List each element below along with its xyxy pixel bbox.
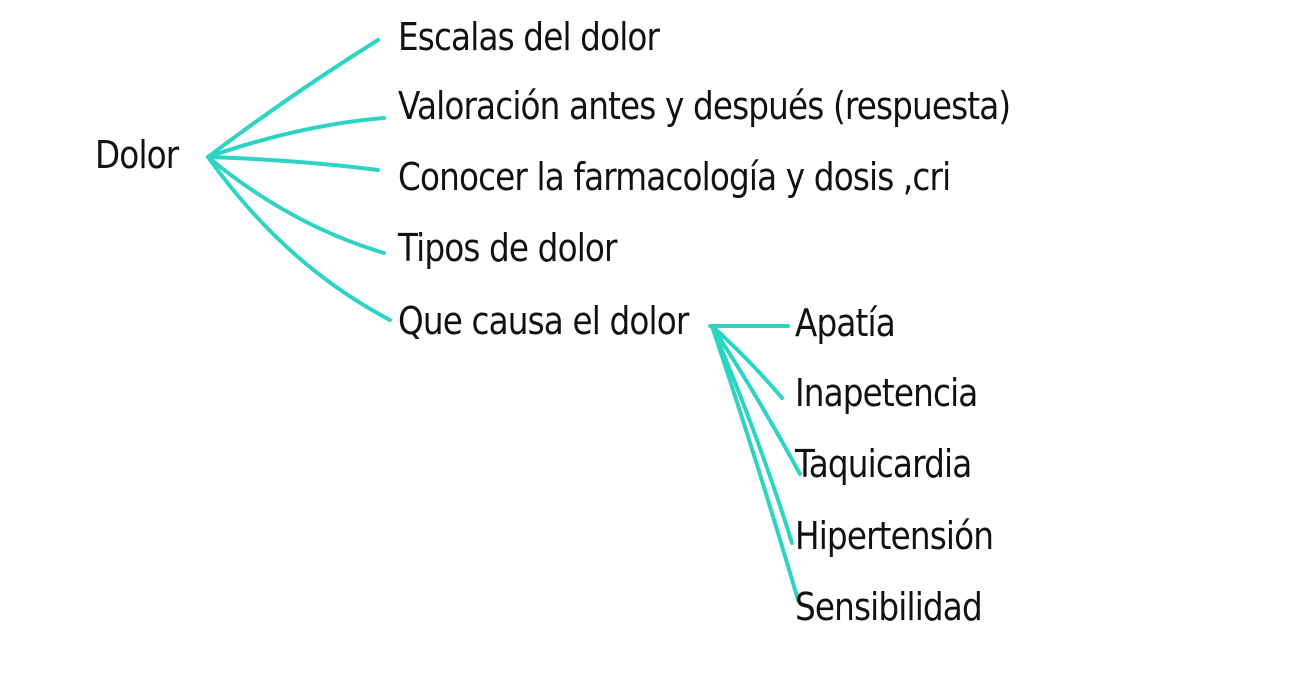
- root-node: Dolor: [95, 133, 179, 177]
- connector-root-valoracion: [206, 116, 386, 159]
- sub-branch-sensibilidad: Sensibilidad: [795, 585, 983, 629]
- branch-escalas-del-dolor: Escalas del dolor: [398, 15, 660, 59]
- connector-causa-sensibilidad: [710, 324, 800, 602]
- connector-root-conocer: [206, 155, 380, 172]
- connector-root-que-causa: [206, 155, 392, 322]
- connector-causa-hipertension: [710, 324, 794, 545]
- branch-conocer-farmacologia: Conocer la farmacología y dosis ,cri: [398, 155, 951, 199]
- connector-root-tipos: [206, 155, 386, 255]
- branch-que-causa-el-dolor: Que causa el dolor: [398, 299, 689, 343]
- branch-valoracion: Valoración antes y después (respuesta): [398, 84, 1011, 128]
- connector-causa-taquicardia: [710, 324, 802, 476]
- sub-branch-hipertension: Hipertensión: [795, 514, 994, 558]
- branch-tipos-de-dolor: Tipos de dolor: [398, 226, 618, 270]
- sub-branch-taquicardia: Taquicardia: [795, 442, 972, 486]
- sub-branch-inapetencia: Inapetencia: [795, 371, 978, 415]
- connector-causa-inapetencia: [710, 324, 784, 400]
- connector-root-escalas: [206, 38, 380, 159]
- sub-branch-apatia: Apatía: [795, 301, 896, 345]
